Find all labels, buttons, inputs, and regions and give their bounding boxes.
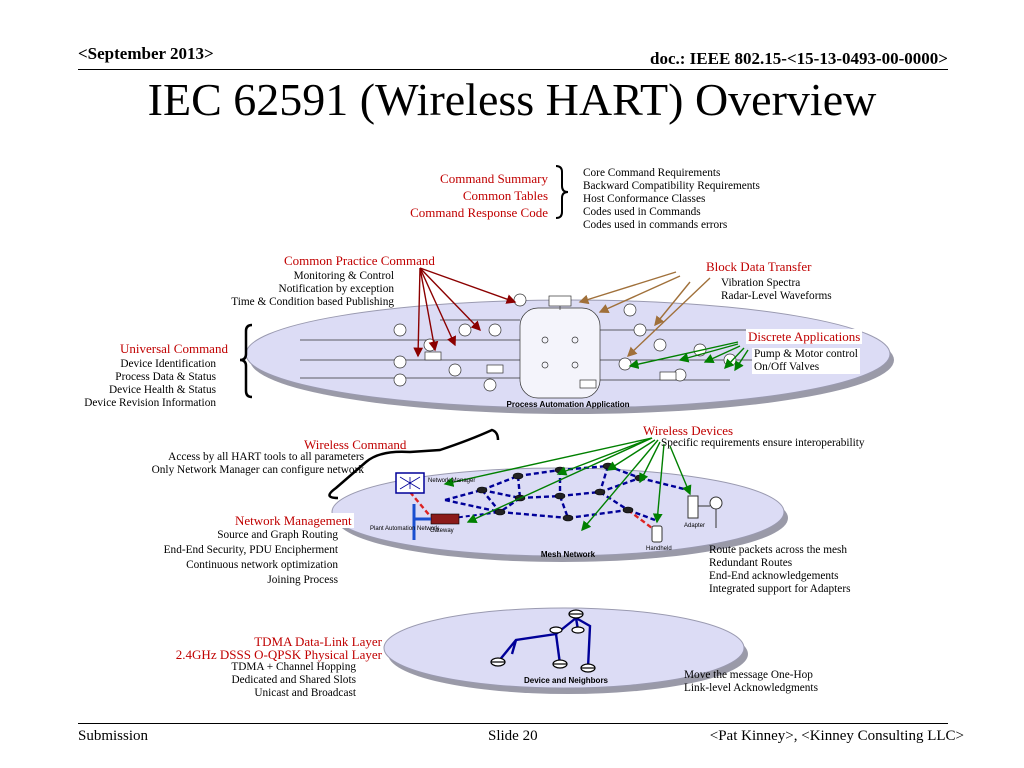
- phy-item: TDMA + Channel Hopping: [231, 661, 356, 673]
- phy-item: Dedicated and Shared Slots: [231, 674, 356, 686]
- gateway-icon: [412, 504, 460, 540]
- mesh-item: Redundant Routes: [709, 557, 793, 569]
- universal-items: Device Identification Process Data & Sta…: [84, 358, 216, 410]
- univ-item: Device Health & Status: [109, 384, 216, 396]
- header-date: <September 2013>: [78, 44, 214, 63]
- common-practice-title: Common Practice Command: [284, 253, 435, 268]
- phy-right-item: Move the message One-Hop: [684, 669, 813, 681]
- phy-ellipse: [383, 607, 748, 694]
- phy-items: TDMA + Channel Hopping Dedicated and Sha…: [231, 661, 356, 700]
- discrete-arrows: [628, 341, 749, 372]
- top-item: Codes used in commands errors: [583, 219, 728, 231]
- mesh-ellipse-label: Mesh Network: [541, 550, 596, 559]
- plant-network-label: Plant Automation Network: [370, 526, 440, 532]
- wireless-command-title: Wireless Command: [304, 437, 407, 452]
- block-data-title: Block Data Transfer: [706, 259, 812, 274]
- cp-item: Time & Condition based Publishing: [231, 296, 394, 308]
- top-items: Core Command Requirements Backward Compa…: [583, 167, 760, 232]
- mesh-item: Integrated support for Adapters: [709, 583, 851, 595]
- footer-author: <Pat Kinney>, <Kinney Consulting LLC>: [709, 728, 964, 744]
- universal-title: Universal Command: [120, 341, 228, 356]
- cp-item: Monitoring & Control: [293, 270, 394, 282]
- nm-item: Source and Graph Routing: [217, 529, 338, 541]
- wc-item: Access by all HART tools to all paramete…: [168, 451, 364, 463]
- disc-item: On/Off Valves: [754, 361, 820, 373]
- network-manager-label: Network Manager: [428, 478, 475, 484]
- footer-slide-number: Slide 20: [488, 728, 538, 744]
- common-tables-label: Common Tables: [462, 188, 548, 203]
- adapter-icon: [687, 495, 723, 528]
- block-data-arrows: [578, 271, 711, 357]
- discrete-title: Discrete Applications: [746, 329, 863, 344]
- univ-item: Device Revision Information: [84, 397, 216, 409]
- handheld-link: [627, 509, 653, 529]
- bd-item: Vibration Spectra: [721, 277, 801, 289]
- phy-title: 2.4GHz DSSS O-QPSK Physical Layer: [175, 647, 382, 662]
- phy-titles: TDMA Data-Link Layer 2.4GHz DSSS O-QPSK …: [176, 635, 382, 661]
- top-brace: [555, 165, 569, 219]
- adapter-label: Adapter: [684, 523, 705, 529]
- cp-item: Notification by exception: [278, 283, 394, 295]
- phy-ellipse-label: Device and Neighbors: [524, 676, 609, 685]
- nm-item: Joining Process: [267, 574, 338, 586]
- common-practice-items: Monitoring & Control Notification by exc…: [231, 270, 394, 309]
- process-ellipse-label: Process Automation Application: [507, 400, 630, 409]
- wireless-devices-desc: Specific requirements ensure interoperab…: [661, 437, 865, 449]
- univ-item: Device Identification: [120, 358, 216, 370]
- phy-right-items: Move the message One-Hop Link-level Ackn…: [684, 669, 818, 695]
- wireless-device-arrows: [443, 437, 692, 532]
- phy-links: [497, 616, 592, 669]
- mesh-links: [444, 464, 689, 522]
- top-item: Core Command Requirements: [583, 167, 721, 179]
- mesh-item: Route packets across the mesh: [709, 544, 848, 556]
- phy-right-item: Link-level Acknowledgments: [684, 682, 818, 694]
- disc-item: Pump & Motor control: [754, 348, 858, 360]
- top-item: Codes used in Commands: [583, 206, 701, 218]
- header-doc-id: doc.: IEEE 802.15-<15-13-0493-00-0000>: [650, 49, 948, 68]
- universal-brace: [239, 323, 253, 399]
- bd-item: Radar-Level Waveforms: [721, 290, 832, 302]
- page-title: IEC 62591 (Wireless HART) Overview: [147, 74, 877, 125]
- wireless-command-items: Access by all HART tools to all paramete…: [152, 451, 364, 477]
- top-item: Host Conformance Classes: [583, 193, 706, 205]
- nm-item: Continuous network optimization: [186, 559, 338, 571]
- top-item: Backward Compatibility Requirements: [583, 180, 760, 192]
- mgr-link: [409, 491, 431, 517]
- univ-item: Process Data & Status: [115, 371, 216, 383]
- network-mgmt-title: Network Management: [233, 513, 354, 528]
- nm-item: End-End Security, PDU Encipherment: [163, 544, 338, 556]
- handheld-icon: [651, 525, 663, 543]
- phy-item: Unicast and Broadcast: [254, 687, 356, 699]
- gateway-label: Gateway: [430, 528, 454, 534]
- handheld-label: Handheld: [646, 546, 672, 552]
- footer-rule: [78, 723, 948, 724]
- command-response-code-label: Command Response Code: [410, 205, 548, 220]
- header-rule: [78, 69, 948, 70]
- wireless-brace: [328, 428, 500, 500]
- phy-nodes: [490, 609, 596, 673]
- wireless-devices-title: Wireless Devices: [643, 423, 734, 438]
- network-manager-icon: [395, 472, 425, 494]
- mesh-ellipse: [331, 467, 788, 562]
- command-summary-label: Command Summary: [440, 171, 548, 186]
- network-mgmt-items: Source and Graph Routing End-End Securit…: [164, 528, 338, 588]
- mesh-items: Route packets across the mesh Redundant …: [709, 544, 850, 596]
- block-data-items: Vibration Spectra Radar-Level Waveforms: [721, 277, 832, 303]
- common-practice-arrows: [413, 267, 517, 358]
- discrete-items: Pump & Motor control On/Off Valves: [752, 348, 860, 374]
- mesh-item: End-End acknowledgements: [709, 570, 839, 582]
- top-red-labels: Command Summary Common Tables Command Re…: [410, 170, 548, 221]
- footer-submission: Submission: [78, 728, 149, 744]
- wc-item: Only Network Manager can configure netwo…: [151, 464, 364, 476]
- tdma-title: TDMA Data-Link Layer: [254, 634, 382, 649]
